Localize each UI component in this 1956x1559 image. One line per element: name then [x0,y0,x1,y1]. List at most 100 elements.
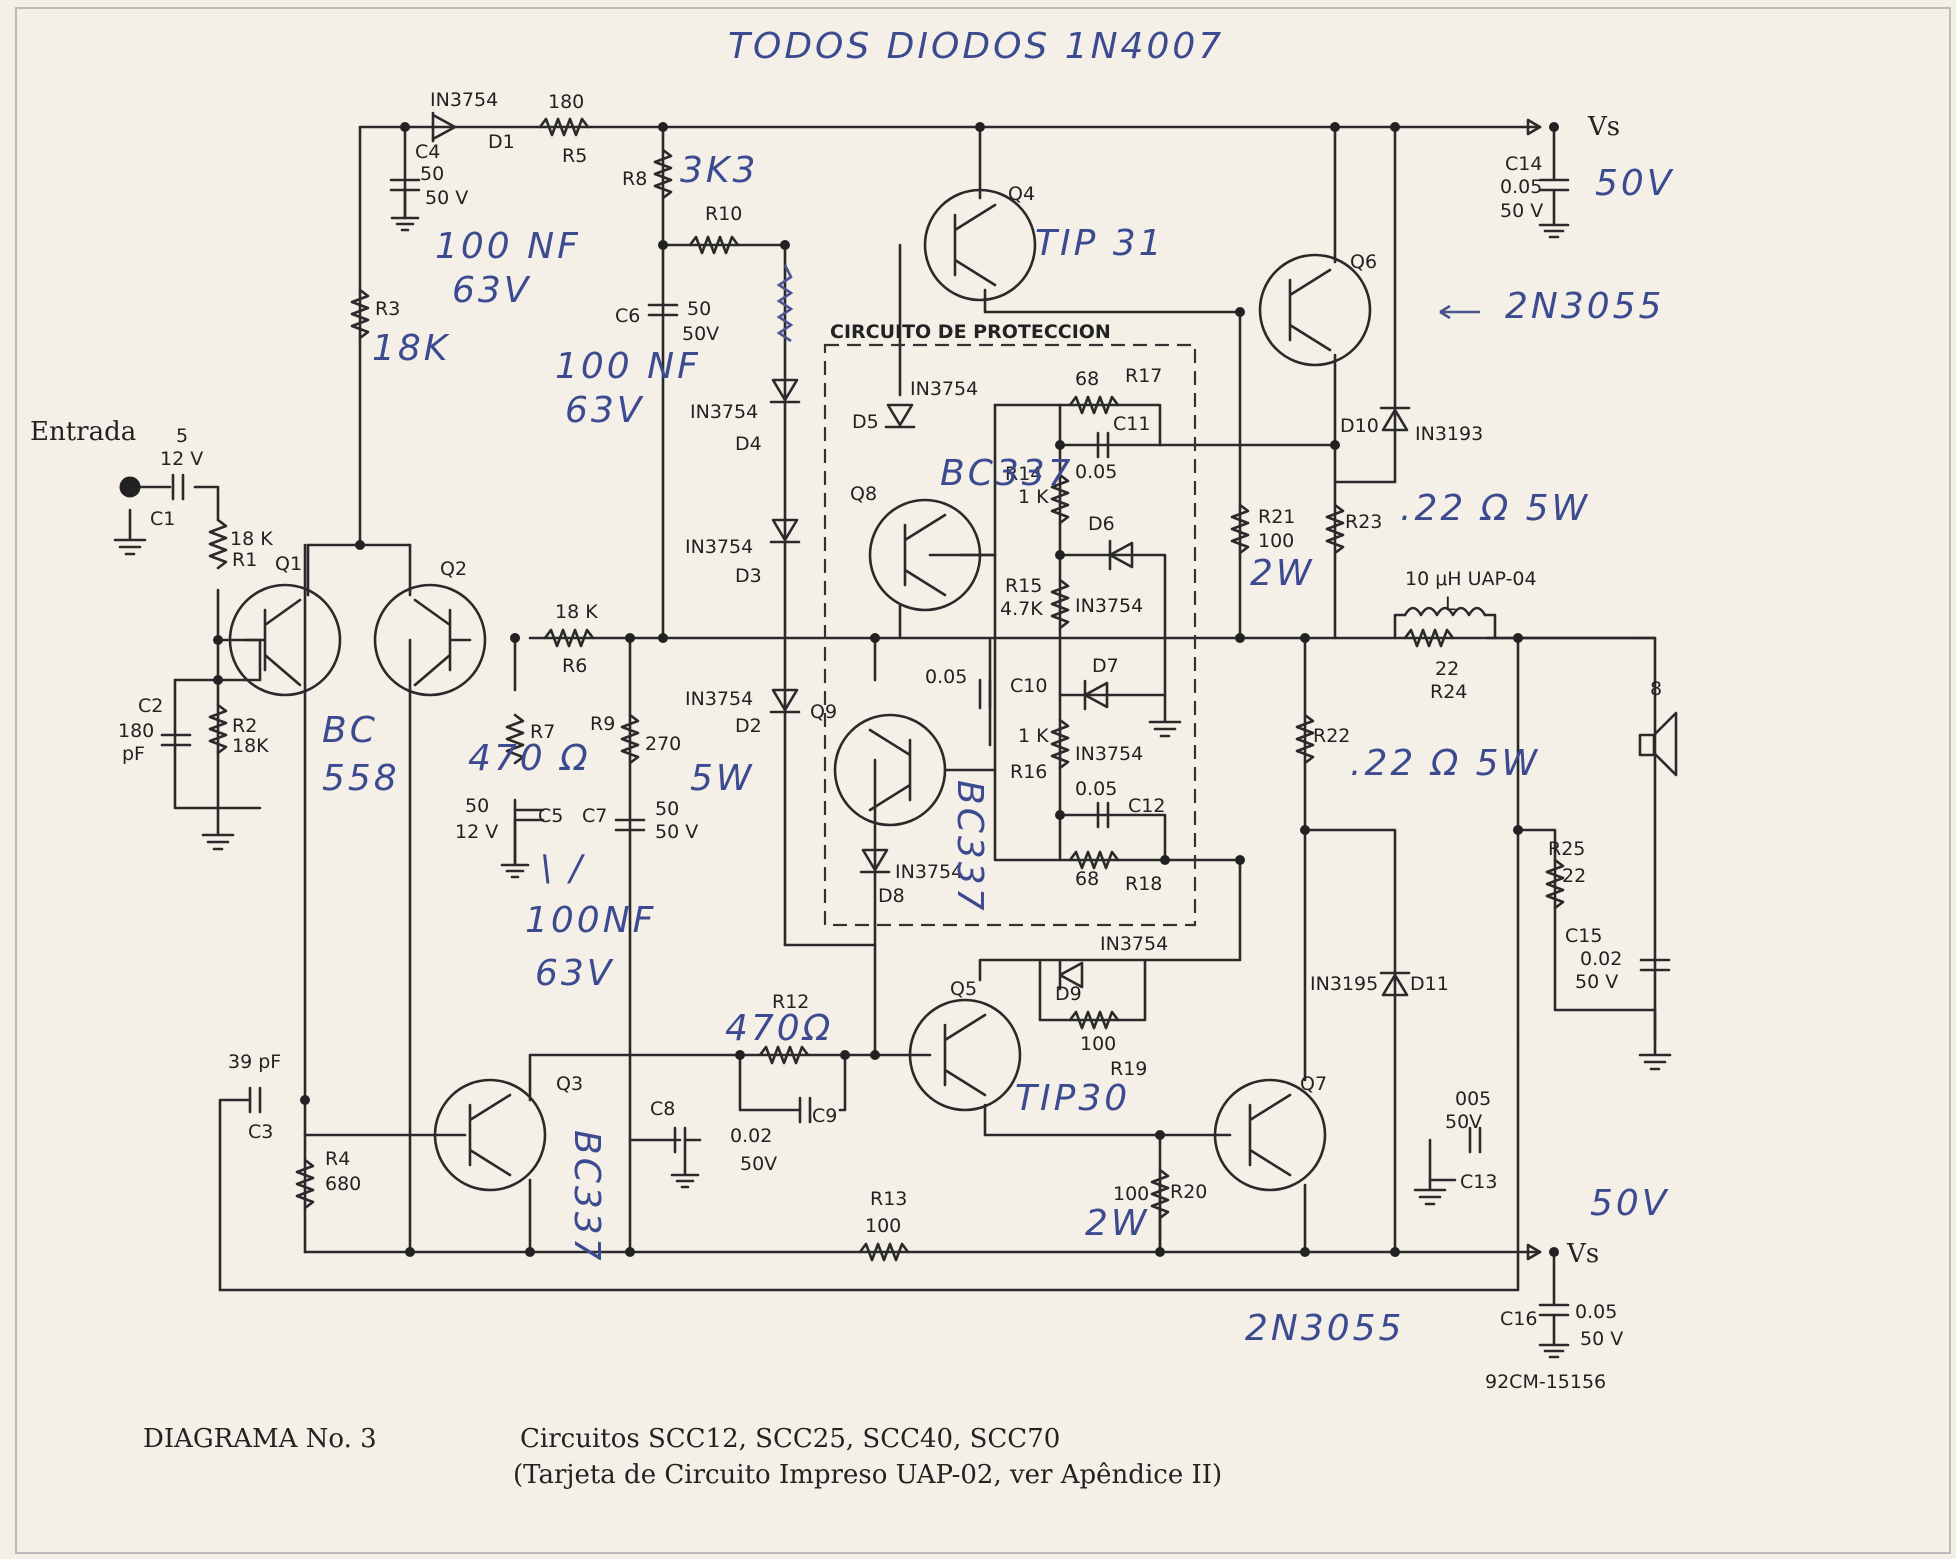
c13-label: C13 [1460,1171,1497,1193]
c8-label: C8 [650,1098,675,1120]
hand-r22-rating: .22 Ω 5W [1350,743,1540,784]
hand-c4-voltage: 63V [452,270,531,311]
d10-label: D10 [1340,415,1379,437]
r1-symbol [208,518,228,570]
hand-r21-rating: 2W [1250,553,1315,594]
q5-label: Q5 [950,978,977,1000]
r2-label: R2 [232,715,257,737]
r4-label: R4 [325,1148,350,1170]
q9-symbol [833,713,947,827]
d10-type: IN3193 [1415,423,1483,445]
caption-line2: (Tarjeta de Circuito Impreso UAP-02, ver… [513,1460,1222,1490]
d1-label: D1 [488,131,515,153]
r25-label: R25 [1548,838,1585,860]
r17-symbol [1068,395,1120,415]
d3-type: IN3754 [685,536,753,558]
c11-value: 0.05 [1075,461,1117,483]
hand-r9-rating: 5W [690,758,755,799]
r20-label: R20 [1170,1181,1207,1203]
hand-vs-bottom: 50V [1590,1183,1669,1224]
r23-symbol [1325,503,1345,555]
c3-value: 39 pF [228,1051,281,1073]
d5-symbol [884,403,916,429]
c15-label: C15 [1565,925,1602,947]
r16-label: R16 [1010,761,1047,783]
r19-label: R19 [1110,1058,1147,1080]
r15-value: 4.7K [1000,598,1043,620]
hand-q6-type: 2N3055 [1505,286,1664,327]
c1-voltage: 12 V [160,448,203,470]
r7-label: R7 [530,721,555,743]
r2-symbol [208,703,228,755]
c15-value: 0.02 [1580,948,1622,970]
r7-symbol [505,713,525,765]
caption-line1: Circuitos SCC12, SCC25, SCC40, SCC70 [520,1424,1060,1454]
r17-label: R17 [1125,365,1162,387]
r18-symbol [1068,850,1120,870]
r5-label: R5 [562,145,587,167]
r21-symbol [1230,503,1250,555]
d11-symbol [1379,971,1411,997]
q3-label: Q3 [556,1073,583,1095]
inductor-label: L [1445,593,1456,615]
r8-label: R8 [622,168,647,190]
r13-label: R13 [870,1188,907,1210]
d7-symbol [1083,679,1109,711]
ground-icon [201,806,235,851]
c1-symbol [171,473,185,501]
caption: DIAGRAMA No. 3 Circuitos SCC12, SCC25, S… [143,1424,1222,1490]
c5-value: 50 [465,795,489,817]
hand-c7-value: 100NF [525,900,656,941]
q7-label: Q7 [1300,1073,1327,1095]
handdrawn-resistor [776,264,794,343]
q3-symbol [433,1078,547,1192]
c11-label: C11 [1113,413,1150,435]
r16-symbol [1050,718,1070,770]
c2-label: C2 [138,695,163,717]
r20-value: 100 [1113,1183,1149,1205]
hand-q9-type: BC337 [949,780,990,914]
r14-value: 1 K [1018,486,1049,508]
c8-symbol [670,1126,702,1189]
q8-label: Q8 [850,483,877,505]
d9-type: IN3754 [1100,933,1168,955]
hand-r12-value: 470Ω [725,1008,833,1049]
hand-vs-top: 50V [1595,163,1674,204]
d6-type: IN3754 [1075,595,1143,617]
d2-symbol [769,688,801,714]
c7-label: C7 [582,805,607,827]
hand-c4-value: 100 NF [435,226,581,267]
hand-c5-note: \ / [540,848,586,889]
q2-label: Q2 [440,558,467,580]
d9-symbol [1058,959,1084,991]
hand-c6-value: 100 NF [555,346,701,387]
r10-label: R10 [705,203,742,225]
speaker-label: 8 [1650,678,1662,700]
c16-symbol [1538,1250,1570,1359]
c12-symbol [1096,801,1110,829]
hand-r20-rating: 2W [1085,1203,1150,1244]
c4-label: C4 [415,141,440,163]
hand-q5-type: TIP30 [1015,1078,1130,1119]
inductor-l-symbol [1403,606,1487,617]
r3-label: R3 [375,298,400,320]
c10-value: 0.05 [925,666,967,688]
transistor-symbols [228,188,1372,1192]
d7-label: D7 [1092,655,1119,677]
hand-r23-rating: .22 Ω 5W [1400,488,1590,529]
d6-symbol [1108,539,1134,571]
hand-r3-value: 18K [372,328,450,369]
ground-icon [1148,710,1182,738]
d9-label: D9 [1055,983,1082,1005]
c16-voltage: 50 V [1580,1328,1623,1350]
d2-type: IN3754 [685,688,753,710]
r21-label: R21 [1258,506,1295,528]
r5-value: 180 [548,91,584,113]
r1-value: 18 K [230,528,273,550]
speaker-ground-icon [1638,1038,1672,1071]
r25-value: 22 [1562,865,1586,887]
hand-q4-type: TIP 31 [1035,223,1165,264]
c4-voltage: 50 V [425,187,468,209]
c1-label: C1 [150,508,175,530]
printed-labels: Entrada 5 12 V C1 18 K R1 R2 18K C2 180 … [30,89,1662,1393]
